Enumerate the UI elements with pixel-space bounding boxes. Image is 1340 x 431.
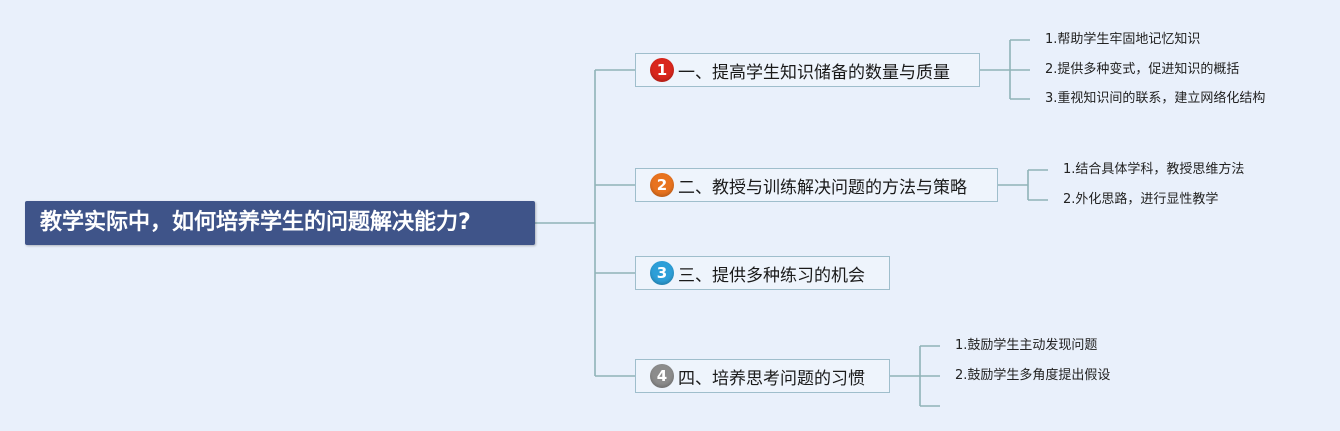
branch-topic-2[interactable]: 2 二、教授与训练解决问题的方法与策略: [635, 168, 998, 202]
subtopic-1-2[interactable]: 2.提供多种变式，促进知识的概括: [1045, 62, 1240, 77]
branch-label: 三、提供多种练习的机会: [678, 265, 865, 286]
branch-label: 四、培养思考问题的习惯: [678, 368, 865, 389]
subtopic-1-1[interactable]: 1.帮助学生牢固地记忆知识: [1045, 32, 1201, 47]
priority-2-icon: 2: [650, 173, 674, 197]
branch-topic-4[interactable]: 4 四、培养思考问题的习惯: [635, 359, 890, 393]
branch-label: 二、教授与训练解决问题的方法与策略: [678, 177, 967, 198]
priority-3-icon: 3: [650, 261, 674, 285]
subtopic-2-1[interactable]: 1.结合具体学科，教授思维方法: [1063, 162, 1245, 177]
priority-1-icon: 1: [650, 58, 674, 82]
root-topic[interactable]: 教学实际中，如何培养学生的问题解决能力?: [25, 201, 535, 245]
branch-label: 一、提高学生知识储备的数量与质量: [678, 62, 950, 83]
subtopic-4-1[interactable]: 1.鼓励学生主动发现问题: [955, 338, 1098, 353]
priority-4-icon: 4: [650, 364, 674, 388]
subtopic-2-2[interactable]: 2.外化思路，进行显性教学: [1063, 192, 1219, 207]
subtopic-1-3[interactable]: 3.重视知识间的联系，建立网络化结构: [1045, 91, 1266, 106]
subtopic-4-2[interactable]: 2.鼓励学生多角度提出假设: [955, 368, 1111, 383]
branch-topic-3[interactable]: 3 三、提供多种练习的机会: [635, 256, 890, 290]
branch-topic-1[interactable]: 1 一、提高学生知识储备的数量与质量: [635, 53, 980, 87]
